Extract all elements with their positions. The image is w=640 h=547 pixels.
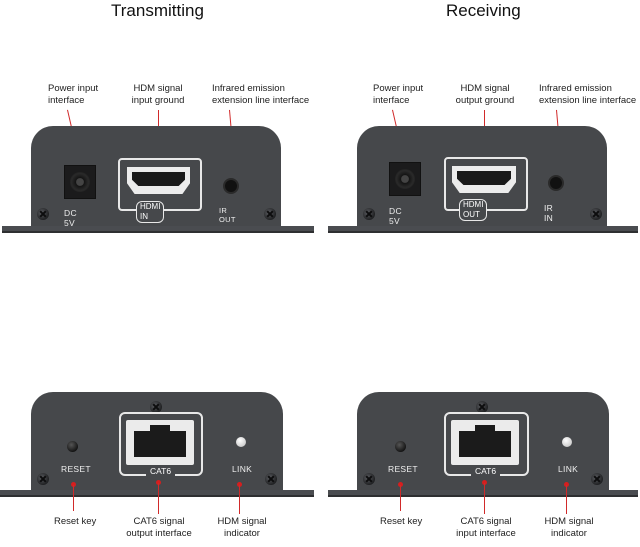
screw-icon — [476, 401, 488, 413]
leader-line — [484, 483, 485, 514]
leader-dot — [482, 480, 487, 485]
panel-flange — [0, 490, 314, 496]
heading-transmitting: Transmitting — [111, 1, 204, 20]
screw-icon — [363, 473, 375, 485]
panel-flange — [2, 226, 314, 232]
cat6-socket — [459, 431, 511, 457]
cat6-latch — [475, 425, 495, 433]
hdmi-socket — [457, 171, 511, 185]
leader-dot — [398, 482, 403, 487]
cat6-label: CAT6 — [471, 466, 501, 476]
leader-line — [400, 485, 401, 511]
leader-dot — [156, 480, 161, 485]
screw-icon — [37, 208, 49, 220]
ir-jack — [223, 178, 239, 194]
screw-icon — [590, 208, 602, 220]
reset-label: RESET — [388, 464, 418, 474]
ir-in-label: IR IN — [544, 203, 554, 223]
reset-button — [67, 441, 78, 452]
reset-button — [395, 441, 406, 452]
leader-line — [158, 483, 159, 514]
leader-dot — [237, 482, 242, 487]
dc-label: DC 5V — [389, 206, 402, 226]
panel-flange — [328, 226, 638, 232]
link-led — [562, 437, 572, 447]
dc-power-jack — [389, 162, 421, 196]
callout-tx-reset: Reset key — [54, 516, 97, 527]
hdmi-out-label: HDMI OUT — [459, 199, 488, 221]
panel-flange — [328, 490, 638, 496]
leader-line — [73, 485, 74, 511]
cat6-socket — [134, 431, 186, 457]
flange-shadow — [2, 231, 314, 233]
screw-icon — [591, 473, 603, 485]
leader-dot — [564, 482, 569, 487]
screw-icon — [265, 473, 277, 485]
hdmi-in-label: HDMI IN — [136, 201, 165, 223]
ir-jack — [548, 175, 564, 191]
link-label: LINK — [558, 464, 579, 474]
dc-label: DC 5V — [64, 208, 77, 228]
link-label: LINK — [232, 464, 253, 474]
hdmi-socket — [132, 172, 185, 186]
leader-dot — [71, 482, 76, 487]
screw-icon — [264, 208, 276, 220]
flange-shadow — [328, 495, 638, 497]
leader-line — [566, 485, 567, 514]
cat6-latch — [150, 425, 170, 433]
screw-icon — [363, 208, 375, 220]
screw-icon — [37, 473, 49, 485]
cat6-label: CAT6 — [146, 466, 176, 476]
callout-rx-reset: Reset key — [380, 516, 423, 527]
dc-power-jack — [64, 165, 96, 199]
link-led — [236, 437, 246, 447]
heading-receiving: Receiving — [446, 1, 521, 20]
flange-shadow — [0, 495, 314, 497]
flange-shadow — [328, 231, 638, 233]
ir-out-label: IR OUT — [219, 206, 236, 224]
leader-line — [239, 485, 240, 514]
screw-icon — [150, 401, 162, 413]
reset-label: RESET — [61, 464, 91, 474]
